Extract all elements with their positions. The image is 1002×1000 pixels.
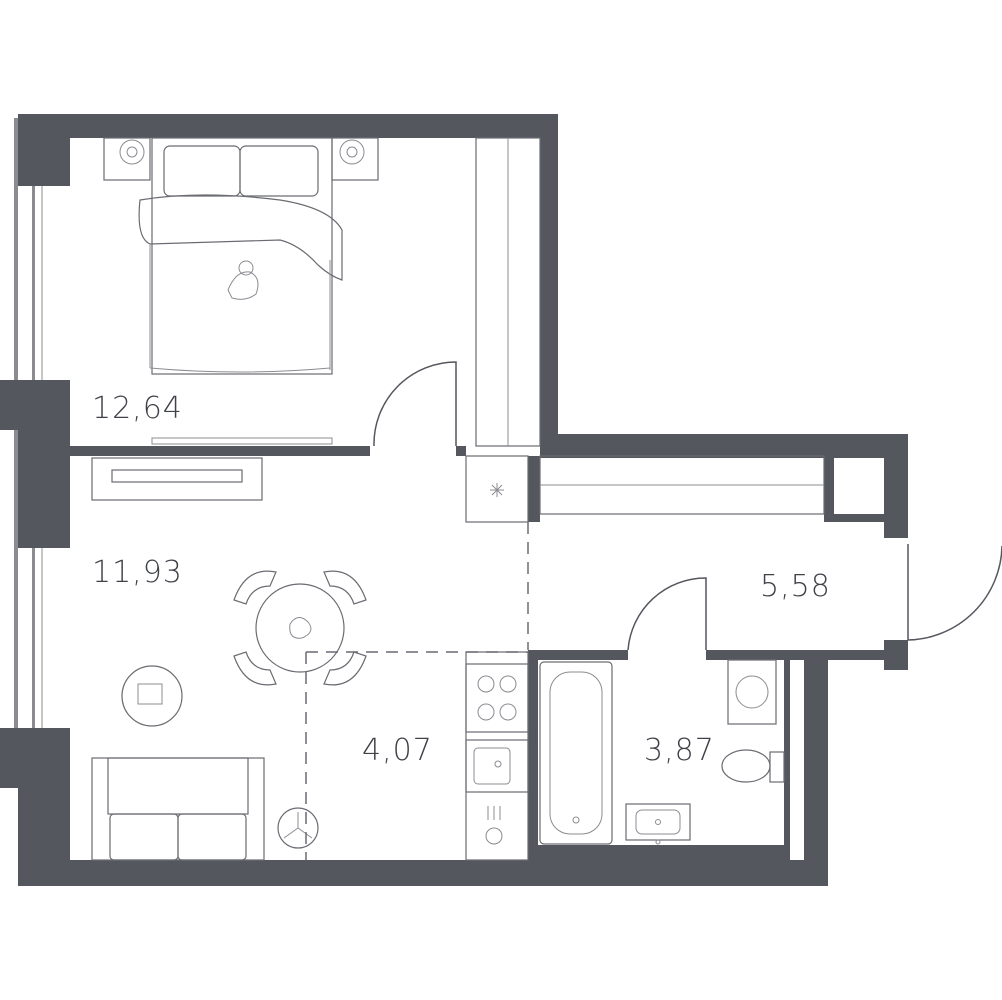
window-upper xyxy=(14,118,43,380)
window-middle xyxy=(14,430,18,548)
wardrobe-bedroom xyxy=(475,137,541,447)
hallway-storage xyxy=(465,455,825,523)
coffee-table xyxy=(121,665,183,727)
area-label-living: 11,93 xyxy=(92,555,183,590)
entrance-door xyxy=(907,544,1002,641)
kitchen-sink xyxy=(465,739,529,793)
kitchen-furniture xyxy=(465,651,529,861)
dining-table xyxy=(233,570,367,686)
walls xyxy=(0,114,908,886)
cooktop xyxy=(465,663,529,733)
zone-separators xyxy=(305,522,529,860)
area-label-bathroom: 3,87 xyxy=(644,733,715,768)
washing-machine xyxy=(727,659,777,725)
double-bed xyxy=(138,137,343,375)
window-lower xyxy=(14,548,43,728)
bathroom-door xyxy=(627,577,707,651)
wardrobe-hallway xyxy=(539,455,825,515)
nightstand-right xyxy=(331,137,379,181)
toilet xyxy=(721,749,785,783)
area-label-kitchen: 4,07 xyxy=(362,733,433,768)
kitchen-appliance xyxy=(485,806,503,845)
sofa xyxy=(91,757,265,861)
bedroom-furniture xyxy=(103,137,541,447)
windows-left xyxy=(14,118,43,728)
living-furniture xyxy=(91,457,367,861)
bench xyxy=(151,437,333,445)
nightstand-left xyxy=(103,137,151,181)
bedroom-door xyxy=(373,361,457,447)
floor-lamp xyxy=(277,807,319,849)
bathroom-sink xyxy=(625,803,691,845)
tv-stand xyxy=(91,457,263,501)
area-label-bedroom: 12,64 xyxy=(92,391,183,426)
bathtub xyxy=(539,661,613,845)
area-label-hallway: 5,58 xyxy=(760,569,831,604)
bathroom-furniture xyxy=(539,659,785,845)
